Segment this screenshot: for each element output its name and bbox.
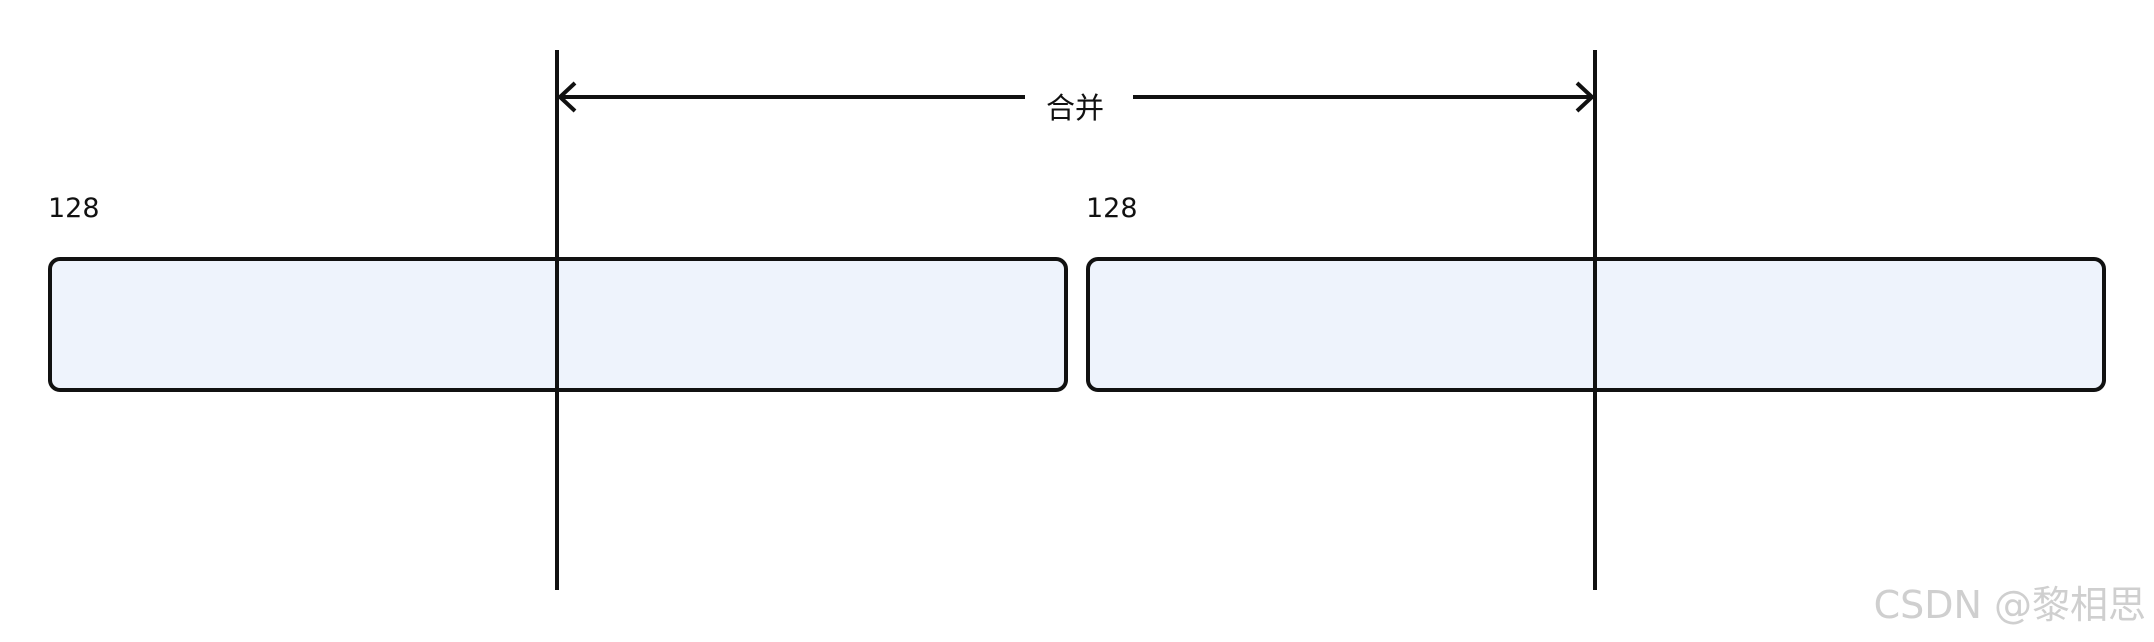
arrow-right-head-icon — [1575, 81, 1595, 113]
merge-label: 合并 — [1046, 91, 1104, 125]
block-left-size-label: 128 — [48, 193, 100, 224]
block-right-size-label: 128 — [1086, 193, 1138, 224]
watermark: CSDN @黎相思 — [1874, 583, 2146, 627]
arrow-left-head-icon — [557, 81, 577, 113]
